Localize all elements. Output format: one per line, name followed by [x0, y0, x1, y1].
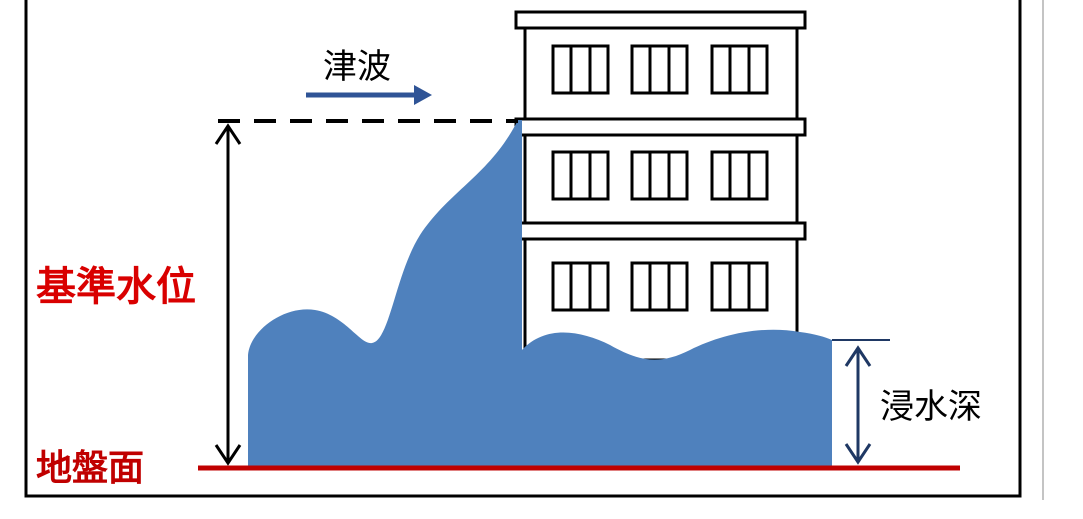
- reference-level-arrow: [214, 123, 242, 466]
- roof-cornice: [514, 10, 807, 30]
- window: [710, 261, 769, 312]
- reference-water-level-label: 基準水位: [36, 264, 196, 310]
- window-row-top: [551, 44, 769, 95]
- diagram-frame: [24, 0, 1022, 498]
- inundation-depth-label: 浸水深: [880, 387, 982, 427]
- window: [710, 44, 769, 95]
- window: [551, 261, 610, 312]
- window: [630, 44, 689, 95]
- inundation-depth-arrow: [844, 345, 872, 465]
- window-row-middle: [551, 150, 769, 201]
- floor-slab-2: [514, 117, 807, 137]
- ground-surface-label: 地盤面: [36, 448, 144, 489]
- window: [551, 44, 610, 95]
- window: [630, 261, 689, 312]
- tsunami-water: [248, 120, 832, 468]
- window: [630, 150, 689, 201]
- tsunami-direction-arrow: [306, 85, 432, 105]
- building: [514, 10, 807, 362]
- window: [551, 150, 610, 201]
- window: [710, 150, 769, 201]
- floor-slab-1: [514, 221, 807, 241]
- window-row-bottom: [551, 261, 769, 312]
- tsunami-label: 津波: [323, 47, 391, 87]
